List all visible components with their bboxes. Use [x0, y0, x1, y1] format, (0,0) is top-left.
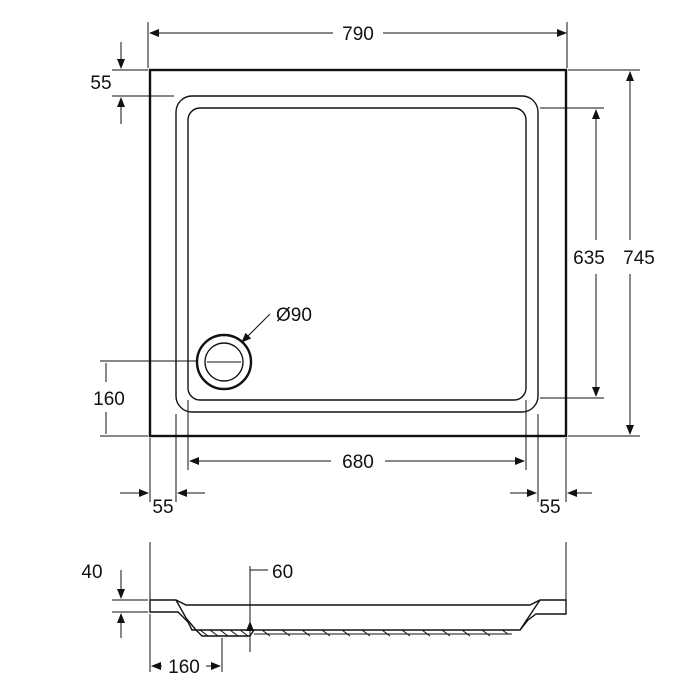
- dim-waste-width-label: 60: [272, 562, 293, 583]
- plan-view: 790 745 635 55: [90, 22, 655, 518]
- dim-waste-offset: 160: [93, 360, 198, 437]
- dim-inner-depth-label: 635: [573, 248, 605, 269]
- waste-outlet-icon: [195, 333, 253, 391]
- dim-overall-depth: 745: [568, 69, 655, 437]
- dim-rim-right-label: 55: [539, 497, 560, 518]
- basin-inner-outline: [187, 107, 527, 401]
- dim-waste-diameter-label: Ø90: [276, 305, 312, 326]
- dim-inner-depth: 635: [540, 107, 605, 399]
- tray-section-profile: [149, 599, 567, 631]
- dim-tray-height: 40: [81, 562, 148, 638]
- section-view: 40 60 160: [81, 542, 567, 678]
- dim-inner-width-label: 680: [342, 452, 374, 473]
- dim-section-waste-offset-label: 160: [168, 657, 200, 678]
- dim-waste-offset-label: 160: [93, 389, 125, 410]
- tray-outer-outline: [148, 68, 568, 438]
- dim-tray-height-label: 40: [81, 562, 102, 583]
- dim-waste-width: 60: [246, 562, 293, 652]
- dim-section-waste-offset: 160: [149, 614, 223, 678]
- dim-overall-depth-label: 745: [623, 248, 655, 269]
- dim-overall-width: 790: [147, 22, 568, 68]
- dim-waste-diameter: Ø90: [241, 305, 312, 343]
- waste-pocket-outline: [195, 629, 255, 637]
- dim-rim-right: 55: [510, 414, 592, 518]
- base-hatching: [199, 629, 512, 637]
- dim-overall-width-label: 790: [342, 24, 374, 45]
- dim-inner-width: 680: [187, 400, 527, 473]
- basin-outer-outline: [175, 95, 539, 413]
- dim-rim-left: 55: [120, 414, 205, 518]
- dim-rim-left-label: 55: [152, 497, 173, 518]
- dim-rim-top-label: 55: [90, 73, 111, 94]
- dim-rim-top: 55: [90, 42, 174, 124]
